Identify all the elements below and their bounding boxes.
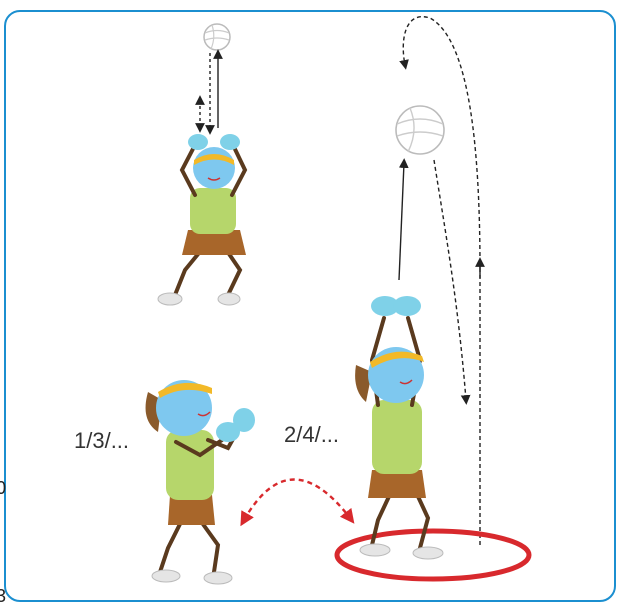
- edge-mark-middle: 0: [0, 478, 6, 499]
- left-count-label: 1/3/...: [74, 428, 129, 454]
- right-count-label: 2/4/...: [284, 422, 339, 448]
- ball-fall-arrow: [434, 160, 466, 400]
- volleyball-icon: [204, 24, 230, 50]
- edge-mark-bottom: 3: [0, 586, 6, 607]
- player-figure-left: [146, 380, 255, 584]
- short-toss-arrows: [200, 53, 218, 130]
- player-figure-top: [158, 134, 246, 305]
- toss-up-arrow: [399, 163, 404, 280]
- pass-arrow: [244, 479, 350, 520]
- player-figure-right: [355, 296, 443, 559]
- volleyball-icon: [396, 106, 444, 154]
